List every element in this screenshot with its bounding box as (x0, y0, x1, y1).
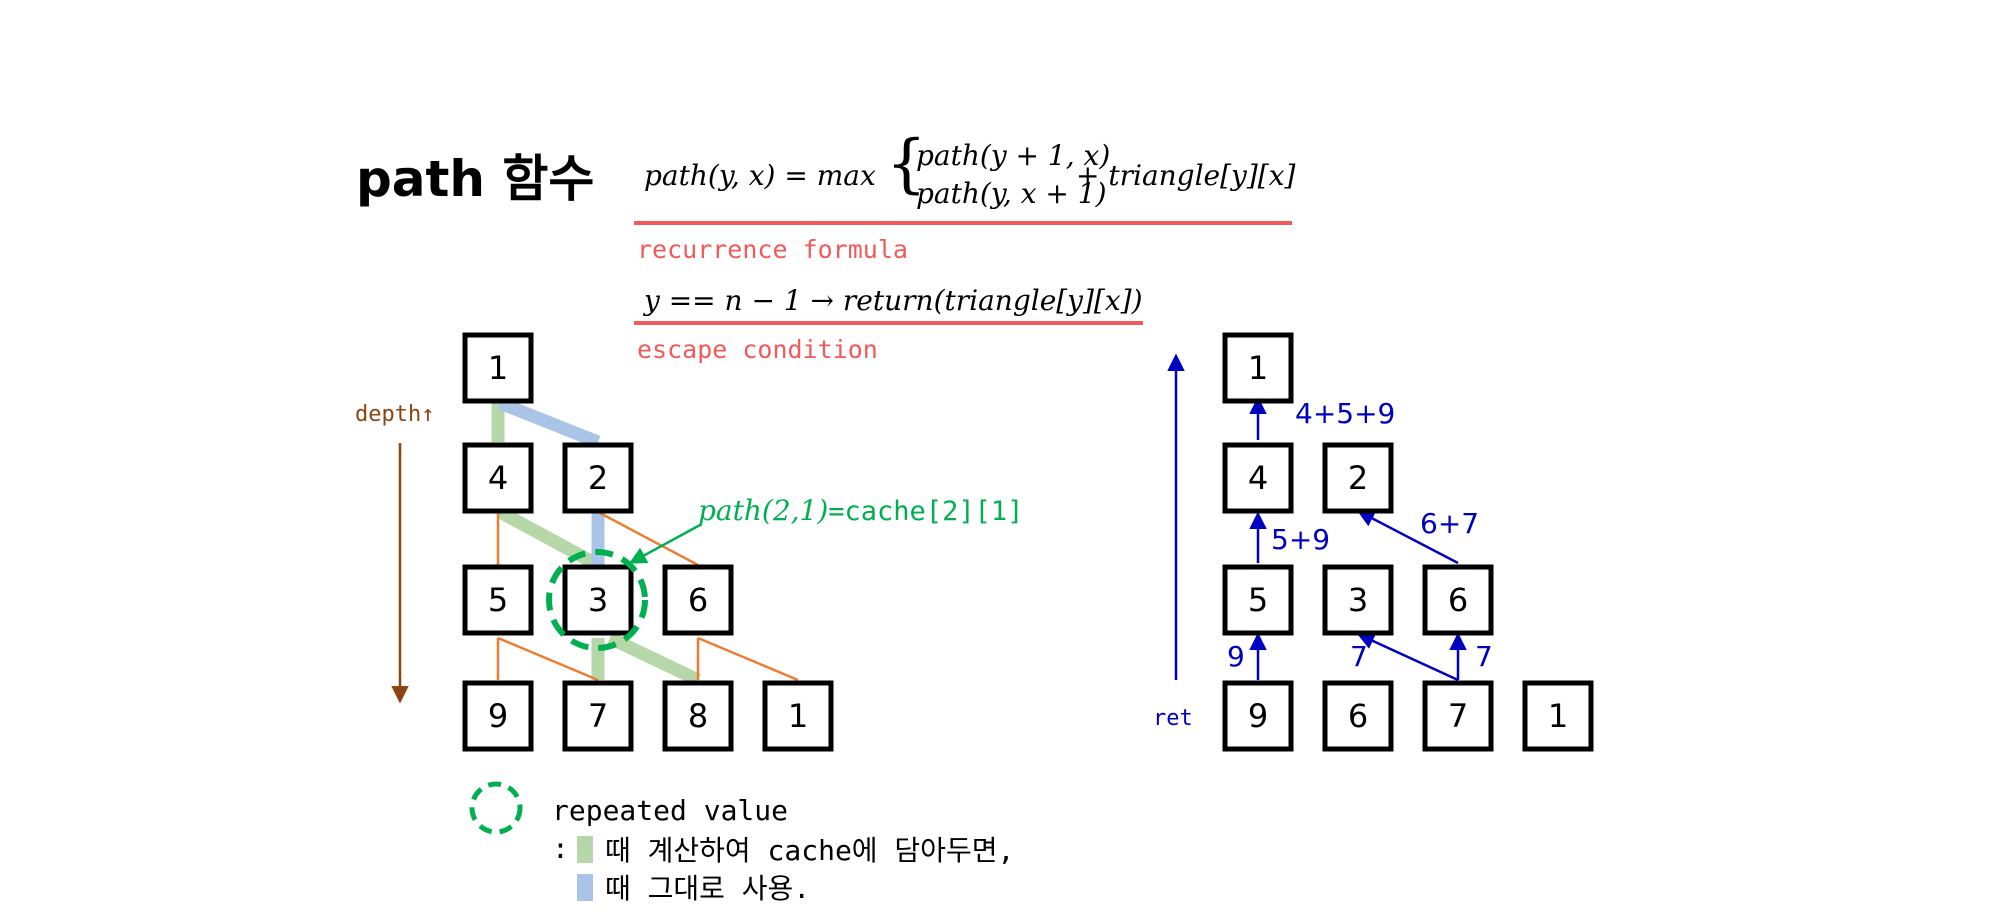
left-tree: 1 4 2 5 3 6 9 7 8 1 path(2,1)=cache[2][1] depth↑ (355, 332, 1023, 752)
node-box (1322, 680, 1394, 752)
node-value: 7 (1448, 697, 1468, 735)
node-box (462, 680, 534, 752)
node-value: 9 (1248, 697, 1268, 735)
return-label: 5+9 (1271, 523, 1330, 556)
node-box (462, 332, 534, 404)
return-arrows (1249, 396, 1467, 682)
recurrence-bottom: path(y, x + 1) (916, 177, 1107, 210)
node-value: 1 (788, 697, 808, 735)
left-tree-nodes: 1 4 2 5 3 6 9 7 8 1 (462, 332, 834, 752)
legend-line2: 때 그대로 사용. (605, 872, 810, 905)
node-box (1522, 680, 1594, 752)
cache-compute-path (607, 632, 701, 686)
node-box (1422, 680, 1494, 752)
recurrence-top: path(y + 1, x) (916, 139, 1110, 172)
node-box (1222, 442, 1294, 514)
legend: repeated value : 때 계산하여 cache에 담아두면, 때 그… (469, 781, 1014, 905)
node-value: 1 (488, 349, 508, 387)
node-value: 3 (1348, 581, 1368, 619)
legend-green-swatch (577, 836, 593, 863)
node-box (1222, 332, 1294, 404)
legend-repeated-marker (469, 781, 523, 835)
recursion-edges (496, 510, 799, 682)
legend-repeated-label: repeated value (552, 794, 788, 827)
node-box (662, 680, 734, 752)
repeated-value-marker (546, 549, 648, 651)
callout-func: path(2,1) (698, 494, 828, 527)
recurrence-lhs: path(y, x) = max (644, 159, 876, 192)
return-label: 4+5+9 (1295, 397, 1395, 430)
node-value: 8 (688, 697, 708, 735)
node-value: 9 (488, 697, 508, 735)
node-value: 3 (588, 581, 608, 619)
node-box (1222, 564, 1294, 636)
node-value: 1 (1248, 349, 1268, 387)
node-value: 4 (488, 459, 508, 497)
callout-eq: =cache[2][1] (828, 496, 1023, 527)
legend-blue-swatch (577, 874, 593, 901)
node-box (1222, 680, 1294, 752)
return-label: 9 (1227, 640, 1245, 673)
node-value: 2 (588, 459, 608, 497)
cache-callout: path(2,1)=cache[2][1] (698, 494, 1023, 527)
node-value: 2 (1348, 459, 1368, 497)
node-value: 4 (1248, 459, 1268, 497)
node-box (762, 680, 834, 752)
node-box (1322, 564, 1394, 636)
return-label: 7 (1475, 640, 1493, 673)
recurrence-rhs: + triangle[y][x] (1076, 159, 1296, 192)
node-value: 6 (1448, 581, 1468, 619)
return-labels: 4+5+9 5+9 6+7 9 7 7 (1227, 397, 1493, 673)
callout-arrow (628, 523, 701, 564)
node-box (562, 442, 634, 514)
node-value: 6 (1348, 697, 1368, 735)
return-label: 7 (1350, 640, 1368, 673)
recurrence-formula: path(y, x) = max { path(y + 1, x) path(y… (644, 127, 1296, 210)
recurrence-caption: recurrence formula (637, 235, 908, 264)
ret-label: ret (1153, 706, 1193, 731)
node-value: 5 (1248, 581, 1268, 619)
return-label: 6+7 (1420, 507, 1479, 540)
escape-formula: y == n − 1 → return(triangle[y][x]) (642, 284, 1143, 317)
escape-caption: escape condition (637, 335, 878, 364)
node-box (1322, 442, 1394, 514)
legend-colon: : (552, 832, 569, 865)
node-box (462, 442, 534, 514)
node-value: 5 (488, 581, 508, 619)
cache-reuse-path (497, 396, 601, 449)
node-box (562, 680, 634, 752)
node-box (562, 564, 634, 636)
legend-line1: 때 계산하여 cache에 담아두면, (605, 834, 1014, 867)
depth-label: depth↑ (355, 402, 434, 427)
node-box (1422, 564, 1494, 636)
node-box (462, 564, 534, 636)
page-title: path 함수 (356, 150, 594, 208)
node-box (662, 564, 734, 636)
recurrence-brace: { (886, 127, 927, 201)
node-value: 6 (688, 581, 708, 619)
node-value: 1 (1548, 697, 1568, 735)
node-value: 7 (588, 697, 608, 735)
